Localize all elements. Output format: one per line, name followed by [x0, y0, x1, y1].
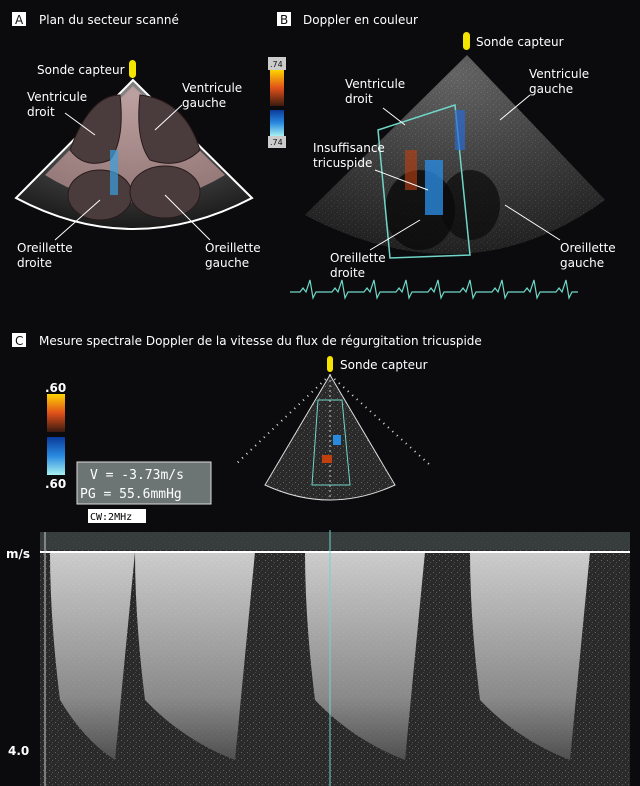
panel-c-letter: C [15, 334, 23, 348]
lv-label-2: gauche [529, 82, 573, 96]
ra-label-1: Oreillette [330, 251, 386, 265]
tr-label-1: Insuffisance [313, 141, 385, 155]
probe-label: Sonde capteur [340, 358, 428, 372]
probe-icon [327, 356, 333, 372]
flow-envelope [470, 552, 590, 760]
probe-label: Sonde capteur [476, 35, 564, 49]
mode-box [88, 509, 146, 523]
axis-max: 4.0 [8, 744, 29, 758]
tr-pointer [374, 169, 429, 191]
left-atrium-dark [440, 170, 500, 240]
tricuspid-jet-blue [425, 160, 443, 215]
ventricle-flow [455, 110, 465, 150]
left-ventricle-shape [138, 94, 201, 164]
mode-label: CW:2MHz [90, 512, 132, 523]
panel-a: A Plan du secteur scanné Sonde capteur V… [12, 12, 261, 270]
panel-a-title: Plan du secteur scanné [39, 13, 179, 27]
flow-envelope [135, 552, 255, 760]
lv-pointer [154, 104, 183, 131]
color-scale-cool [47, 437, 65, 475]
gradient-readout: PG = 55.6mmHg [80, 487, 182, 502]
tr-label-2: tricuspide [313, 156, 372, 170]
scale-bottom: .74 [270, 138, 283, 147]
probe-icon [129, 60, 136, 78]
cw-jet-red [322, 455, 332, 463]
echo-shading [305, 55, 605, 255]
rv-label-2: droit [345, 92, 373, 106]
panel-b-letter-box [277, 12, 291, 26]
rv-label-2: droit [27, 105, 55, 119]
la-label-1: Oreillette [560, 241, 616, 255]
rv-label-1: Ventricule [27, 90, 87, 104]
lv-label-1: Ventricule [182, 81, 242, 95]
rv-pointer [64, 112, 96, 136]
axis-unit: m/s [6, 547, 30, 561]
panel-b: B Doppler en couleur Sonde capteur .74 .… [268, 12, 616, 300]
la-pointer [164, 194, 211, 241]
panel-b-letter: B [280, 13, 288, 27]
scale-top: .60 [45, 381, 66, 395]
ra-label-1: Oreillette [17, 241, 73, 255]
probe-icon [463, 32, 470, 50]
ecg-trace [290, 279, 578, 300]
tricuspid-jet-red [405, 150, 417, 190]
la-pointer [504, 204, 561, 241]
ra-pointer [369, 219, 421, 251]
panel-a-letter-box [12, 12, 26, 26]
rv-pointer [382, 107, 406, 126]
panel-c-title: Mesure spectrale Doppler de la vitesse d… [39, 334, 482, 348]
panel-c-letter-box [12, 333, 26, 347]
panel-b-title: Doppler en couleur [303, 13, 418, 27]
scale-bottom-box [268, 136, 286, 148]
panel-a-letter: A [15, 13, 24, 27]
color-scale-cool [270, 110, 284, 136]
ra-pointer [54, 199, 101, 241]
measurement-box [76, 461, 212, 505]
doppler-jet [110, 150, 118, 195]
scale-bottom: .60 [45, 477, 66, 491]
flow-envelope [50, 552, 135, 760]
color-box [377, 103, 471, 259]
echo-sector-small [264, 374, 396, 501]
la-label-2: gauche [560, 256, 604, 270]
probe-label: Sonde capteur [37, 63, 125, 77]
ecg-strip [40, 532, 630, 550]
velocity-readout: V = -3.73m/s [90, 468, 184, 483]
cw-jet-blue [333, 435, 341, 445]
regurgitant-flow-envelopes [50, 552, 590, 760]
ra-label-2: droite [17, 256, 52, 270]
color-box [311, 399, 351, 486]
flow-envelope [305, 552, 425, 760]
left-atrium-shape [129, 165, 201, 219]
right-ventricle-shape [69, 94, 122, 164]
panel-c: C Mesure spectrale Doppler de la vitesse… [6, 333, 630, 786]
la-label-1: Oreillette [205, 241, 261, 255]
lv-label-2: gauche [182, 96, 226, 110]
color-scale-warm [270, 70, 284, 106]
lv-label-1: Ventricule [529, 67, 589, 81]
la-label-2: gauche [205, 256, 249, 270]
right-atrium-shape [67, 169, 133, 221]
scale-top-box [268, 57, 286, 70]
ra-label-2: droite [330, 266, 365, 280]
rv-label-1: Ventricule [345, 77, 405, 91]
scale-top: .74 [270, 60, 283, 69]
lv-pointer [499, 94, 531, 121]
color-scale-warm [47, 394, 65, 432]
